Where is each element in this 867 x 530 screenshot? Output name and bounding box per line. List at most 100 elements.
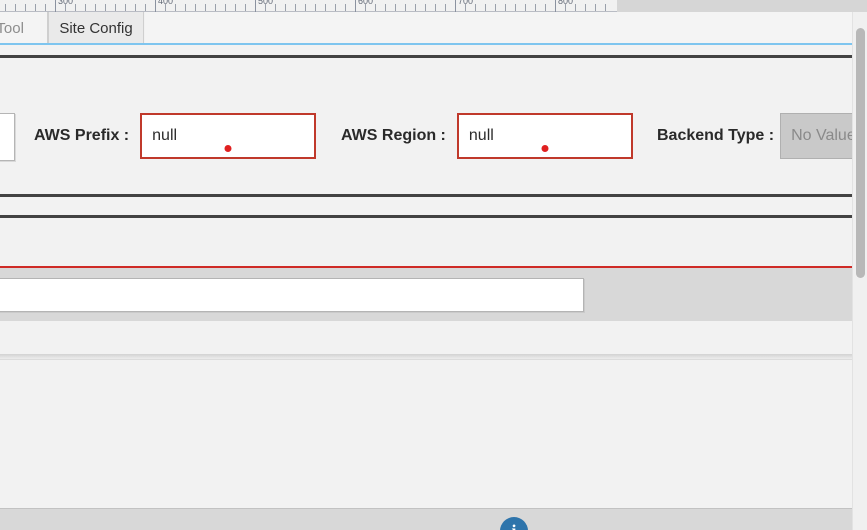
aws-prefix-label: AWS Prefix : xyxy=(34,127,130,144)
info-icon[interactable]: i xyxy=(500,517,528,530)
backend-type-value: No Value xyxy=(791,127,856,144)
ruler-minor-tick xyxy=(295,4,296,11)
section-divider-middle-2 xyxy=(0,215,853,218)
ruler-label: 600 xyxy=(358,0,374,6)
ruler-minor-tick xyxy=(505,4,506,11)
toolbar-band xyxy=(0,268,853,321)
ruler-minor-tick xyxy=(435,4,436,11)
clipped-left-input[interactable] xyxy=(0,113,15,161)
ruler-label: 500 xyxy=(258,0,274,6)
ruler-minor-tick xyxy=(135,4,136,11)
ruler-minor-tick xyxy=(315,4,316,11)
info-icon-glyph: i xyxy=(511,521,516,530)
ruler-minor-tick xyxy=(185,4,186,11)
tab-tool-label: y Tool xyxy=(0,19,24,37)
ruler-minor-tick xyxy=(605,4,606,11)
ruler-minor-tick xyxy=(225,4,226,11)
ruler-minor-tick xyxy=(205,4,206,11)
ruler-minor-tick xyxy=(585,4,586,11)
aws-region-required-dot xyxy=(541,145,549,152)
ruler-minor-tick xyxy=(305,4,306,11)
ruler-minor-tick xyxy=(75,4,76,11)
ruler-minor-tick xyxy=(375,4,376,11)
aws-prefix-input[interactable]: null xyxy=(140,113,317,159)
aws-region-label: AWS Region : xyxy=(341,127,446,144)
ruler-minor-tick xyxy=(575,4,576,11)
ruler-minor-tick xyxy=(105,4,106,11)
ruler-right-padding xyxy=(617,0,867,12)
tab-strip-filler xyxy=(145,12,867,44)
ruler-minor-tick xyxy=(465,4,466,11)
aws-region-input[interactable]: null xyxy=(456,113,633,159)
footer-bar: i xyxy=(0,508,867,530)
ruler-label: 400 xyxy=(158,0,174,6)
ruler-minor-tick xyxy=(415,4,416,11)
ruler-minor-tick xyxy=(125,4,126,11)
section-divider-top xyxy=(0,55,853,58)
tab-active-underline xyxy=(0,43,867,45)
tab-tool[interactable]: y Tool xyxy=(0,12,48,44)
ruler-minor-tick xyxy=(195,4,196,11)
lower-panel-top xyxy=(0,321,867,354)
ruler-minor-tick xyxy=(85,4,86,11)
ruler-minor-tick xyxy=(395,4,396,11)
ruler-minor-tick xyxy=(525,4,526,11)
ruler-minor-tick xyxy=(365,4,366,11)
tab-site-config[interactable]: Site Config xyxy=(48,12,144,44)
ruler-minor-tick xyxy=(15,4,16,11)
ruler-minor-tick xyxy=(545,4,546,11)
ruler-major-tick xyxy=(55,0,56,12)
ruler-major-tick xyxy=(355,0,356,12)
empty-band-2 xyxy=(0,218,853,266)
ruler-minor-tick xyxy=(595,4,596,11)
error-rule xyxy=(0,266,853,268)
ruler-minor-tick xyxy=(245,4,246,11)
ruler-label: 300 xyxy=(58,0,74,6)
ruler-minor-tick xyxy=(515,4,516,11)
ruler-major-tick xyxy=(155,0,156,12)
field-group-backend-type: Backend Type : No Value xyxy=(657,113,867,159)
ruler-minor-tick xyxy=(25,4,26,11)
content-top-hairline xyxy=(0,359,867,360)
ruler-minor-tick xyxy=(115,4,116,11)
section-divider-middle-1 xyxy=(0,194,853,197)
vertical-scrollbar-thumb[interactable] xyxy=(856,28,865,278)
aws-prefix-required-dot xyxy=(224,145,232,152)
ruler-minor-tick xyxy=(325,4,326,11)
ruler-minor-tick xyxy=(215,4,216,11)
ruler-minor-tick xyxy=(145,4,146,11)
ruler-minor-tick xyxy=(475,4,476,11)
ruler-minor-tick xyxy=(265,4,266,11)
ruler-label: 800 xyxy=(558,0,574,6)
panel-drop-shadow xyxy=(0,354,867,360)
ruler-minor-tick xyxy=(5,4,6,11)
ruler-minor-tick xyxy=(445,4,446,11)
ruler-minor-tick xyxy=(405,4,406,11)
ruler-minor-tick xyxy=(165,4,166,11)
ruler-minor-tick xyxy=(65,4,66,11)
ruler-minor-tick xyxy=(425,4,426,11)
aws-prefix-value: null xyxy=(152,127,178,144)
ruler-minor-tick xyxy=(275,4,276,11)
site-config-form: AWS Prefix : null AWS Region : null Back… xyxy=(0,58,867,193)
ruler-major-tick xyxy=(455,0,456,12)
ruler-minor-tick xyxy=(95,4,96,11)
ruler-minor-tick xyxy=(345,4,346,11)
tab-strip: y Tool Site Config xyxy=(0,12,867,45)
ruler-minor-tick xyxy=(45,4,46,11)
ruler-minor-tick xyxy=(175,4,176,11)
wide-text-input[interactable] xyxy=(0,278,584,312)
ruler-minor-tick xyxy=(235,4,236,11)
ruler-minor-tick xyxy=(35,4,36,11)
ruler-minor-tick xyxy=(285,4,286,11)
ruler-minor-tick xyxy=(385,4,386,11)
vertical-scrollbar-track[interactable] xyxy=(852,12,867,530)
ruler-minor-tick xyxy=(495,4,496,11)
field-group-aws-prefix: AWS Prefix : null xyxy=(34,113,317,159)
ruler-minor-tick xyxy=(565,4,566,11)
tab-site-config-label: Site Config xyxy=(59,19,133,37)
aws-region-value: null xyxy=(468,127,494,144)
backend-type-label: Backend Type : xyxy=(657,127,775,144)
